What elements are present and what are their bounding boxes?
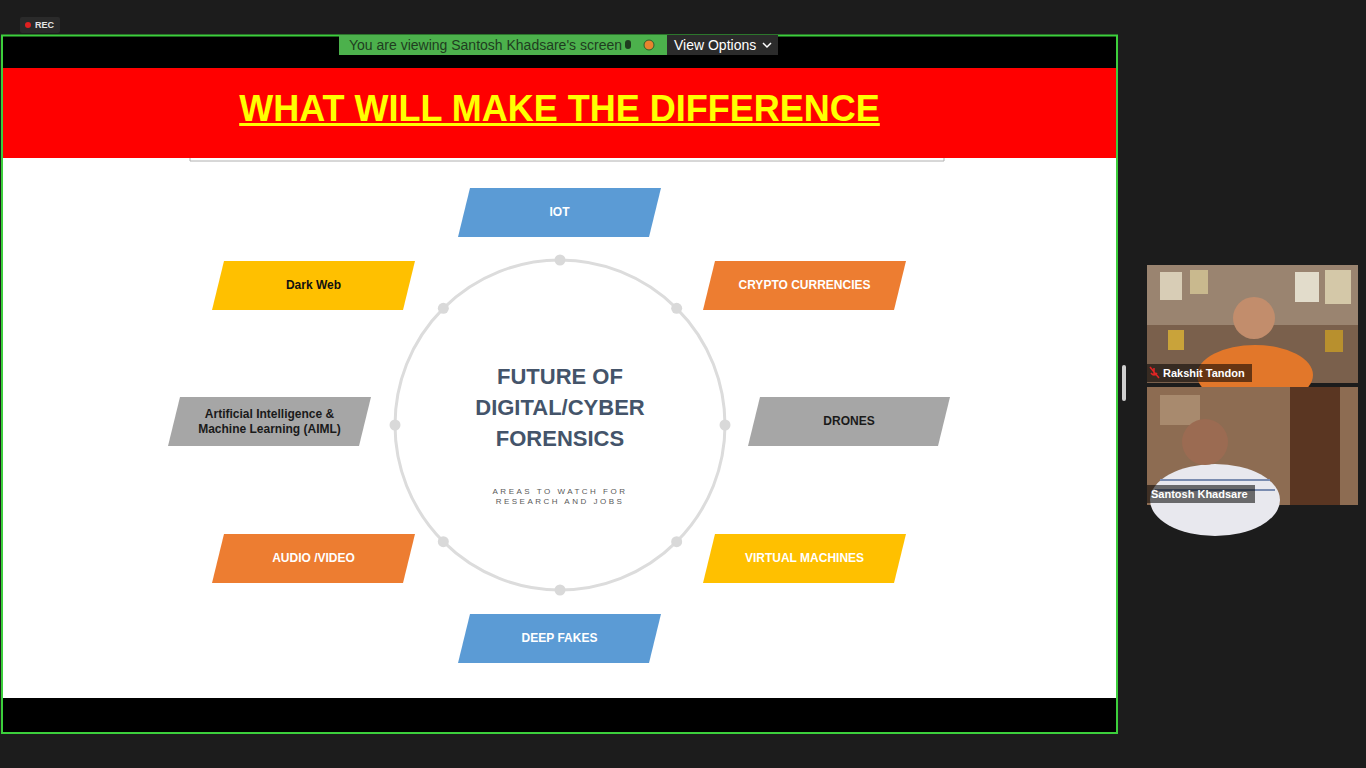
ring-dot (555, 255, 566, 266)
circle-heading: FUTURE OF DIGITAL/CYBER FORENSICS (465, 361, 655, 454)
slide-ground (2, 158, 1117, 698)
topic-label: Artificial Intelligence & Machine Learni… (188, 407, 351, 437)
topic-box: DEEP FAKES (458, 614, 661, 663)
slide-title: WHAT WILL MAKE THE DIFFERENCE (2, 87, 1117, 131)
ring-dot (720, 420, 731, 431)
circle-subtext: AREAS TO WATCH FOR RESEARCH AND JOBS (470, 487, 650, 507)
rec-dot (25, 22, 31, 28)
topic-box: AUDIO /VIDEO (212, 534, 415, 583)
topic-label: DEEP FAKES (522, 631, 598, 646)
person-body (1150, 464, 1280, 536)
parallelogram-fill (748, 397, 950, 446)
node-content: FUTURE OF DIGITAL/CYBER FORENSICS AREAS T… (393, 258, 727, 507)
ring-dot (671, 536, 682, 547)
node-content: Dark Web (286, 278, 341, 293)
node-content: DRONES (823, 414, 874, 429)
parallelogram-fill (703, 534, 906, 583)
muted-mic-icon (1150, 367, 1159, 378)
rec-badge (20, 17, 60, 33)
trophy (1325, 330, 1343, 352)
person-head (1233, 297, 1275, 339)
parallelogram-fill (212, 261, 415, 310)
node-content: CRYPTO CURRENCIES (738, 278, 870, 293)
topic-box: Dark Web (212, 261, 415, 310)
topic-box: IOT (458, 188, 661, 237)
wall-frame (1295, 272, 1319, 302)
viewing-banner-text: You are viewing Santosh Khadsare's scree… (349, 36, 622, 54)
share-frame (2, 35, 1117, 733)
participant-name: Rakshit Tandon (1163, 365, 1245, 381)
parallelogram-fill (458, 614, 661, 663)
topic-label: IOT (550, 205, 570, 220)
tile-wall (1160, 395, 1200, 425)
title-band (2, 68, 1117, 158)
video-tile (1147, 387, 1358, 505)
topic-box: Artificial Intelligence & Machine Learni… (168, 397, 371, 446)
parallelogram-fill (703, 261, 906, 310)
wall-frame (1190, 270, 1208, 294)
topic-box: VIRTUAL MACHINES (703, 534, 906, 583)
banner-icon (644, 40, 654, 50)
tile-door (1290, 387, 1340, 505)
topic-label: VIRTUAL MACHINES (745, 551, 864, 566)
parallelogram-fill (168, 397, 371, 446)
parallelogram-fill (212, 534, 415, 583)
ring-dot (390, 420, 401, 431)
ring-dot (671, 303, 682, 314)
ring-dot (555, 585, 566, 596)
splitter-handle (1122, 365, 1126, 401)
view-options-text: View Options (674, 36, 756, 54)
name-plate (1147, 364, 1252, 382)
node-content: VIRTUAL MACHINES (745, 551, 864, 566)
trophy (1168, 330, 1184, 350)
node-content: Artificial Intelligence & Machine Learni… (188, 407, 351, 437)
topic-box: CRYPTO CURRENCIES (703, 261, 906, 310)
slide-rule (190, 158, 944, 161)
share-border (2, 36, 1117, 734)
wall-frame (1325, 270, 1351, 304)
view-options-button (667, 35, 778, 55)
banner-icon (625, 40, 631, 49)
viewing-banner (339, 35, 667, 55)
ring-dot (438, 303, 449, 314)
ring-dot (438, 536, 449, 547)
person-head (1182, 419, 1228, 465)
center-circle: FUTURE OF DIGITAL/CYBER FORENSICS AREAS T… (393, 258, 727, 592)
node-content: AUDIO /VIDEO (272, 551, 355, 566)
topic-label: CRYPTO CURRENCIES (738, 278, 870, 293)
topic-label: DRONES (823, 414, 874, 429)
wall-frame (1160, 272, 1182, 300)
topic-label: Dark Web (286, 278, 341, 293)
circle-outline (393, 258, 727, 592)
participant-name: Santosh Khadsare (1151, 486, 1248, 502)
node-content: IOT (550, 205, 570, 220)
topic-box: DRONES (748, 397, 950, 446)
topic-label: AUDIO /VIDEO (272, 551, 355, 566)
node-content: DEEP FAKES (522, 631, 598, 646)
parallelogram-fill (458, 188, 661, 237)
name-plate (1147, 485, 1255, 503)
chevron-icon (763, 43, 771, 47)
rec-label: REC (35, 18, 54, 32)
circle-ring (395, 260, 725, 590)
